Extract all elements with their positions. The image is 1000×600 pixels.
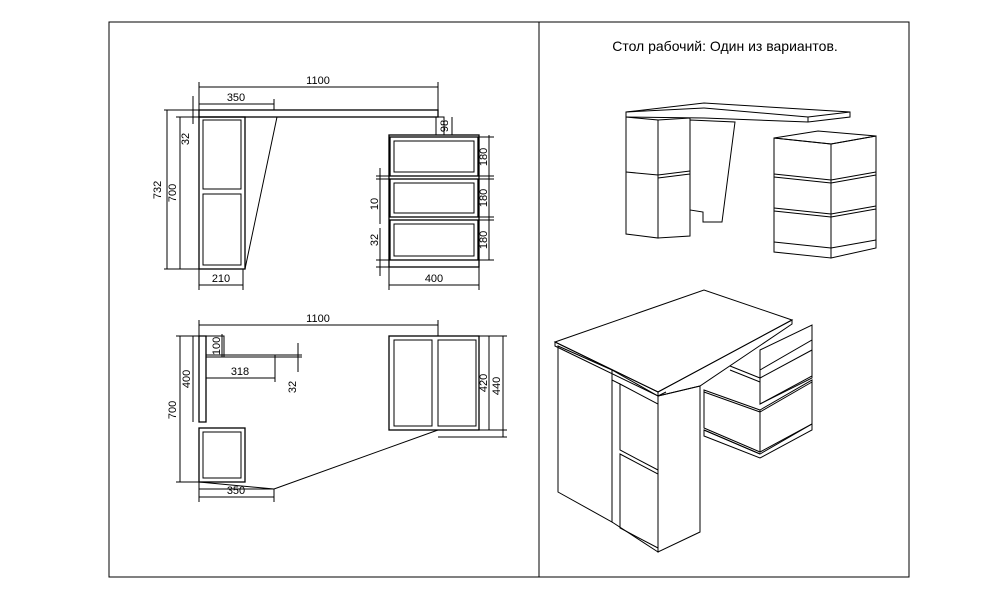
dim-front-base-left: 210 — [212, 273, 230, 285]
dim-front-width-left: 350 — [227, 92, 245, 104]
dim-plan-small-depth: 100 — [211, 337, 223, 355]
front-view: 1100 350 732 700 32 98 180 180 180 — [152, 75, 494, 290]
dim-plan-depth-right: 420 — [478, 374, 490, 392]
dim-front-height-body: 700 — [167, 184, 179, 202]
dim-front-top-thickness: 32 — [180, 133, 192, 145]
dim-front-base-right: 400 — [425, 273, 443, 285]
dim-plan-base-left: 350 — [227, 485, 245, 497]
dim-plan-depth-left: 700 — [167, 401, 179, 419]
dim-drawer-1: 180 — [478, 148, 490, 166]
dim-plan-upper-depth: 400 — [181, 370, 193, 388]
dim-drawer-gap: 10 — [369, 198, 381, 210]
plan-left-pedestal — [198, 427, 246, 483]
dim-front-height-total: 732 — [152, 181, 164, 199]
dim-drawer-3: 180 — [478, 231, 490, 249]
dim-front-width-total: 1100 — [306, 75, 330, 87]
plan-view: 1100 100 318 32 400 700 420 440 350 — [167, 313, 507, 502]
front-tabletop — [198, 109, 439, 118]
plan-right-block — [388, 335, 480, 431]
front-left-pedestal — [198, 116, 246, 270]
iso-view-1 — [625, 102, 877, 259]
front-angled-leg — [244, 116, 278, 270]
dim-front-gap: 98 — [439, 120, 451, 132]
sheet-frame — [108, 21, 910, 578]
dim-plan-shelf-thickness: 32 — [287, 381, 299, 393]
dim-plan-depth-total: 440 — [491, 377, 503, 395]
dim-drawer-2: 180 — [478, 189, 490, 207]
drawing-caption: Стол рабочий: Один из вариантов. — [612, 38, 838, 54]
dim-plan-width-total: 1100 — [306, 313, 330, 325]
dim-plinth: 32 — [369, 234, 381, 246]
iso-view-2 — [553, 289, 813, 553]
dim-plan-shelf-width: 318 — [231, 366, 249, 378]
plan-left-edge — [198, 335, 207, 423]
front-drawer-unit — [388, 134, 480, 268]
